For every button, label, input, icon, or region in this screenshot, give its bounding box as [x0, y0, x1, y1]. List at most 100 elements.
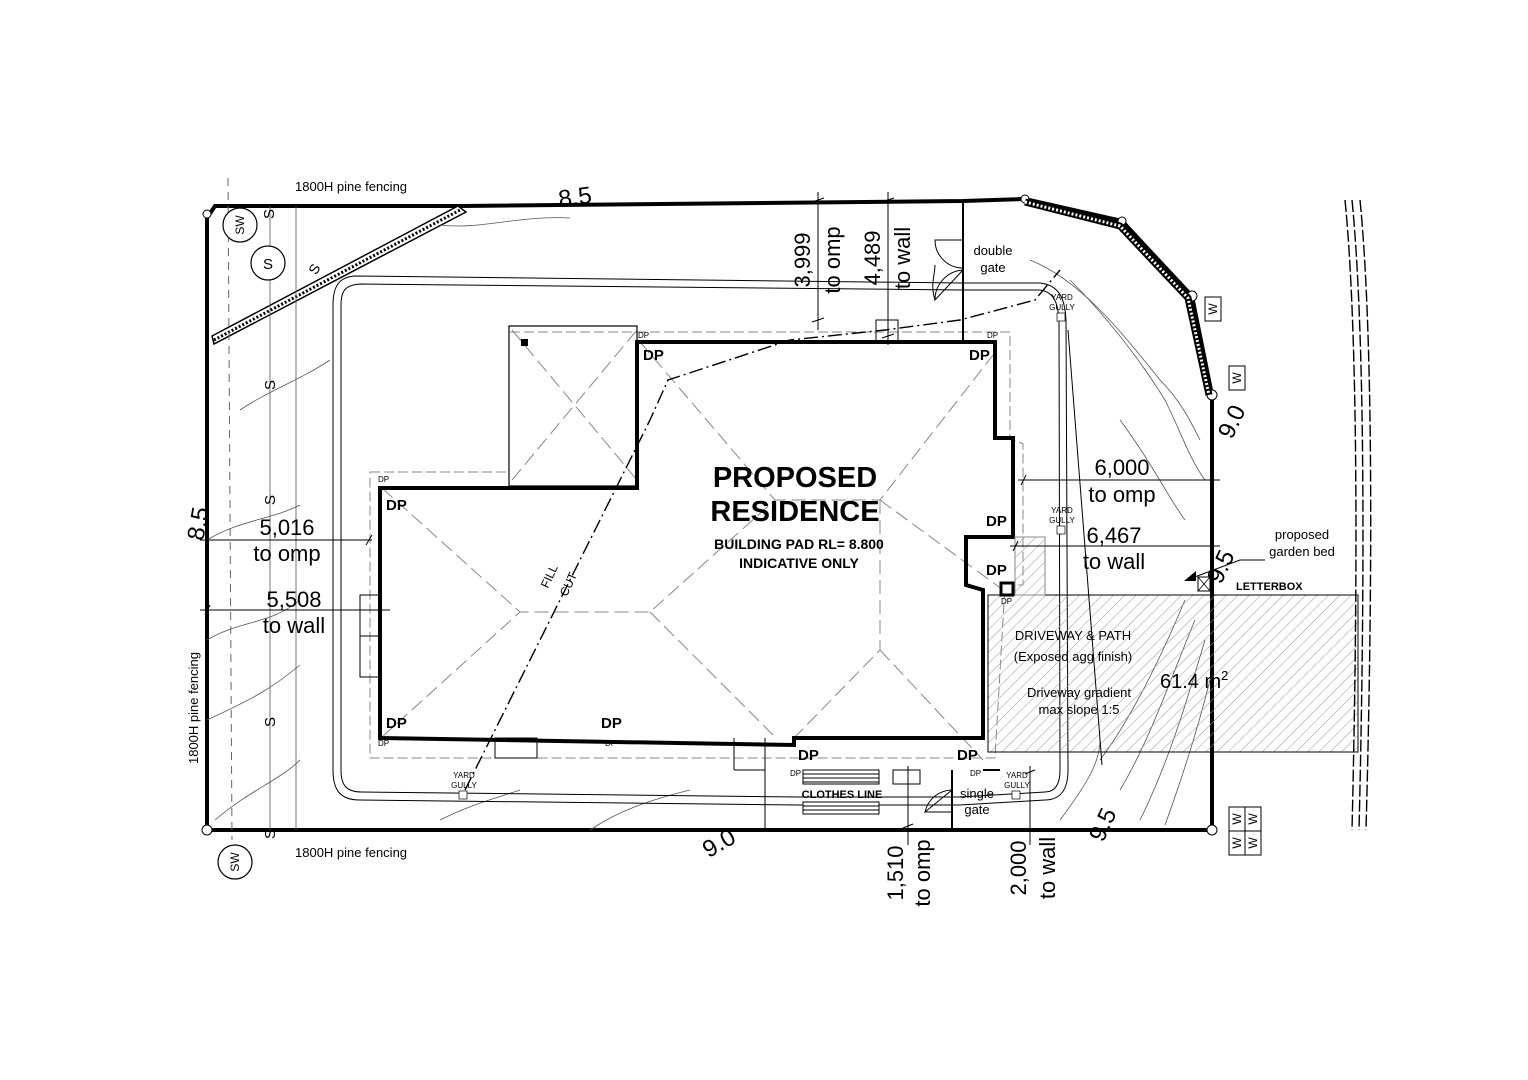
contour-label: 8.5 — [182, 505, 214, 543]
driveway-label: (Exposed agg finish) — [1014, 649, 1133, 664]
svg-text:DP: DP — [986, 513, 1007, 530]
yard-gully: YARD GULLY — [1004, 771, 1030, 800]
svg-text:GULLY: GULLY — [1049, 303, 1075, 312]
svg-text:6,467: 6,467 — [1086, 523, 1141, 548]
svg-text:DP: DP — [986, 562, 1007, 579]
fence-label-bottom: 1800H pine fencing — [295, 845, 407, 860]
svg-text:to omp: to omp — [820, 226, 845, 293]
svg-text:S: S — [262, 829, 279, 839]
contour-label: 8.5 — [557, 182, 594, 213]
svg-text:5,016: 5,016 — [259, 515, 314, 540]
single-gate — [924, 789, 953, 814]
svg-text:to omp: to omp — [1088, 482, 1155, 507]
svg-text:DP: DP — [605, 739, 616, 748]
dimension-top: 3,999 to omp 4,489 to wall — [790, 192, 915, 345]
letterbox-label: LETTERBOX — [1236, 581, 1303, 593]
svg-text:W: W — [1230, 837, 1244, 849]
svg-text:to wall: to wall — [890, 227, 915, 289]
svg-text:YARD: YARD — [1051, 506, 1073, 515]
eaves-outline — [369, 331, 1024, 759]
svg-text:W: W — [1246, 813, 1260, 825]
svg-text:DP: DP — [386, 497, 407, 514]
fill-cut-line — [464, 269, 1061, 791]
svg-text:S: S — [263, 256, 273, 273]
svg-text:DP: DP — [798, 747, 819, 764]
dimension-right: 6,000 to omp 6,467 to wall — [1010, 455, 1220, 574]
dimension-left: 5,016 to omp 5,508 to wall — [200, 515, 390, 638]
single-gate-label: gate — [964, 802, 989, 817]
svg-text:GULLY: GULLY — [1004, 781, 1030, 790]
svg-text:DP: DP — [378, 739, 389, 748]
double-gate — [932, 239, 964, 302]
clothes-line-label: CLOTHES LINE — [802, 789, 883, 801]
svg-text:S: S — [262, 380, 279, 390]
garden-bed-label: garden bed — [1269, 544, 1335, 559]
svg-text:DP: DP — [378, 475, 389, 484]
roof-lines — [381, 329, 1011, 761]
svg-text:S: S — [261, 209, 278, 219]
svg-text:YARD: YARD — [1051, 293, 1073, 302]
title-line-1: PROPOSED — [713, 462, 877, 494]
svg-text:S: S — [305, 261, 324, 277]
house-outline — [378, 340, 1015, 748]
stormwater-pit-icon: SW — [217, 844, 253, 880]
yard-gully: YARD GULLY — [1049, 293, 1075, 322]
yard-gully: YARD GULLY — [1049, 506, 1075, 535]
svg-text:DP: DP — [790, 769, 801, 778]
fill-label: FILL — [538, 562, 561, 590]
svg-text:6,000: 6,000 — [1094, 455, 1149, 480]
clothes-line-posts — [802, 769, 880, 815]
fence-label-top: 1800H pine fencing — [295, 179, 407, 194]
svg-text:5,508: 5,508 — [266, 587, 321, 612]
svg-text:SW: SW — [233, 215, 247, 235]
contour-label: 9.0 — [1213, 401, 1252, 443]
svg-text:W: W — [1230, 372, 1244, 384]
yard-gully: YARD GULLY — [451, 771, 477, 800]
garden-bed-label: proposed — [1275, 527, 1329, 542]
svg-text:DP: DP — [386, 715, 407, 732]
retaining-walls — [211, 198, 1213, 396]
driveway-label: Driveway gradient — [1027, 685, 1131, 700]
contour-label: 9.5 — [1084, 804, 1123, 846]
svg-text:S: S — [262, 717, 279, 727]
svg-text:DP: DP — [638, 331, 649, 340]
dimension-bottom: 1,510 to omp 2,000 to wall — [883, 766, 1060, 907]
svg-text:DP: DP — [957, 747, 978, 764]
svg-text:3,999: 3,999 — [790, 232, 815, 287]
single-gate-label: single — [960, 786, 994, 801]
svg-text:DP: DP — [1001, 597, 1012, 606]
svg-text:DP: DP — [643, 347, 664, 364]
svg-text:2,000: 2,000 — [1006, 840, 1031, 895]
svg-text:W: W — [1206, 303, 1220, 315]
water-service-icons: W W W W W W — [1204, 296, 1262, 856]
sewer-manhole-icon: S — [250, 245, 286, 281]
svg-text:DP: DP — [987, 331, 998, 340]
svg-text:S: S — [262, 495, 279, 505]
svg-text:YARD: YARD — [1006, 771, 1028, 780]
indicative-label: INDICATIVE ONLY — [739, 555, 859, 571]
svg-text:to omp: to omp — [910, 839, 935, 906]
svg-text:DP: DP — [969, 347, 990, 364]
svg-text:W: W — [1230, 813, 1244, 825]
svg-text:4,489: 4,489 — [860, 230, 885, 285]
svg-text:to wall: to wall — [1035, 837, 1060, 899]
svg-text:to wall: to wall — [263, 613, 325, 638]
svg-text:SW: SW — [228, 852, 242, 872]
cut-label: CUT — [557, 570, 580, 599]
svg-text:GULLY: GULLY — [1049, 516, 1075, 525]
svg-text:DP: DP — [601, 715, 622, 732]
svg-text:to omp: to omp — [253, 541, 320, 566]
road-edge — [1344, 199, 1372, 831]
svg-text:W: W — [1246, 837, 1260, 849]
double-gate-label: double — [973, 243, 1012, 258]
building-pad-label: BUILDING PAD RL= 8.800 — [714, 536, 884, 552]
svg-text:GULLY: GULLY — [451, 781, 477, 790]
driveway-label: DRIVEWAY & PATH — [1015, 628, 1131, 643]
svg-text:YARD: YARD — [453, 771, 475, 780]
svg-text:1,510: 1,510 — [883, 845, 908, 900]
sewer-line — [227, 177, 297, 841]
title-line-2: RESIDENCE — [710, 496, 879, 528]
path-outline — [332, 275, 1069, 806]
double-gate-label: gate — [980, 260, 1005, 275]
